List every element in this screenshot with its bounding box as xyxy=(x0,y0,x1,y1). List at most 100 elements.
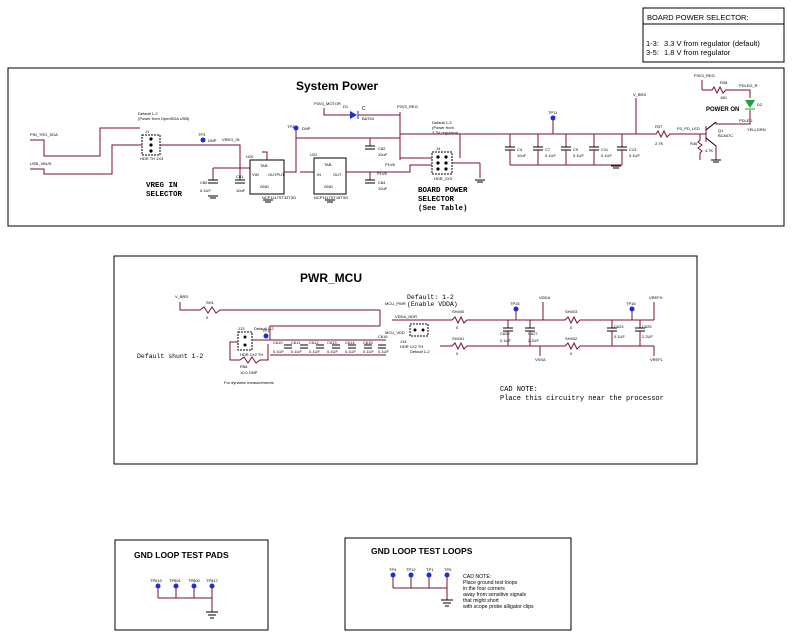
cap-val: 10uF xyxy=(517,153,527,158)
u20-gnd: GND xyxy=(260,184,269,189)
dyn-note: For dynamic measurements xyxy=(224,380,274,385)
u20-part: NCP1117ST33T3G xyxy=(262,195,296,200)
tp3-val: DNP xyxy=(208,138,217,143)
cap-val: 0.1UF xyxy=(601,153,612,158)
cap-val: 0.1UF xyxy=(200,188,211,193)
pwr-mcu-title: PWR_MCU xyxy=(300,271,362,285)
r-ref: SH401 xyxy=(452,336,465,341)
u22-out: OUT xyxy=(333,172,342,177)
u22-part: NCP1117ST18T3G xyxy=(314,195,348,200)
tp11-pad xyxy=(550,115,556,121)
r36-ref: R36 xyxy=(690,141,698,146)
r-ref: SH1 xyxy=(206,300,215,305)
tp-ref: TP15 xyxy=(510,301,520,306)
system-power-title: System Power xyxy=(296,79,378,93)
board-selector-label: BOARD POWER xyxy=(418,187,468,195)
r-ref: SH403 xyxy=(565,309,578,314)
j13-note: Default 1-2 xyxy=(254,326,274,331)
cap-val: 10uF xyxy=(236,188,246,193)
j1-note: (Power from OpenSDA USB) xyxy=(138,116,190,121)
u22-gnd: GND xyxy=(324,184,333,189)
cap-val: 0.1UF xyxy=(378,349,389,354)
power-led-circuit: R37 2.7K P3_PD_LED Q1 BC847C R36 4.7K P3… xyxy=(650,73,766,160)
cap-c81: C81 10uF xyxy=(235,168,246,193)
cap-ref: C81 xyxy=(236,174,244,179)
net-vdda: VDDA xyxy=(539,295,550,300)
cap-val: 0.1UF xyxy=(291,349,302,354)
gnd-pad-tp817: TP817 xyxy=(206,578,219,612)
j4-part: HDR_2X3 xyxy=(434,176,453,181)
r-ref: SH402 xyxy=(565,336,578,341)
board-power-selector-table: BOARD POWER SELECTOR: 1-3: 3.3 V from re… xyxy=(642,7,785,63)
net-p3v3-reg: P3V3_REG xyxy=(397,104,418,109)
power-on-led xyxy=(745,100,755,108)
d2-part: YELLGRN xyxy=(747,127,766,132)
cap-ref: C626 xyxy=(500,331,510,336)
cad-note: CAD NOTE: xyxy=(500,386,538,394)
svg-text:C: C xyxy=(362,106,366,112)
power-on-label: POWER ON xyxy=(706,107,739,113)
bulk-caps: C4 10uF C7 0.1UF C9 0.1UF C11 0.1UF C13 … xyxy=(505,134,640,166)
u22-ref: U22 xyxy=(310,152,318,157)
gnd-loops-note: with scope probe alligator clips xyxy=(463,604,534,610)
gnd-pad-tp801: TP801 xyxy=(169,578,182,598)
tp-ref: TP800 xyxy=(188,578,201,583)
j4-note: Default 1-3 xyxy=(432,120,452,125)
cap-val: 0.1UF xyxy=(327,349,338,354)
net-vrefl: VREFL xyxy=(650,357,664,362)
gnd-pad-tp800: TP800 xyxy=(188,578,201,598)
cap-val: 0.1UF xyxy=(345,349,356,354)
cap-ref: C82 xyxy=(378,146,386,151)
cap-c82: C82 10uF xyxy=(365,138,388,157)
cap-c80: C80 0.1UF xyxy=(200,168,218,193)
r-val: 0 xyxy=(570,325,573,330)
net-vssa: VSSA xyxy=(535,357,546,362)
cap-val: 0.1UF xyxy=(500,338,511,343)
cap-val: 2.2UF xyxy=(528,338,539,343)
gnd-loops-note: CAD NOTE: xyxy=(463,574,491,580)
u22-in: IN xyxy=(317,172,321,177)
r-val: 0 xyxy=(570,351,573,356)
d2-ref: D2 xyxy=(757,102,763,107)
cap-val: 0.1UF xyxy=(309,349,320,354)
net-v-brd: V_BRD xyxy=(175,294,188,299)
shunt-note: Default shunt 1-2 xyxy=(137,353,203,360)
cap-ref: C616 xyxy=(378,334,388,339)
u20-tab: TAB xyxy=(260,163,268,168)
r-ref: R56 xyxy=(240,364,248,369)
analog-supply-filter: SH400 0 SH401 0 TP15 VDDA C626 0.1UF C62… xyxy=(440,295,664,362)
net-vreg-in: VREG_IN xyxy=(222,137,240,142)
r-ref: SH400 xyxy=(452,309,465,314)
cap-val: 10uF xyxy=(378,152,388,157)
u22-tab: TAB xyxy=(324,162,332,167)
cap-ref: C613 xyxy=(327,340,337,345)
gnd-loops-note: away from sensitive signals xyxy=(463,592,527,598)
gnd-pad-tp613: TP613 xyxy=(150,578,163,598)
cap-val: 0.1UF xyxy=(614,334,625,339)
tp3-pad xyxy=(200,137,206,143)
j13-ref: J13 xyxy=(238,326,245,331)
net-v-brd: V_BRD xyxy=(633,92,646,97)
pwr-default-note: (Enable VDDA) xyxy=(407,301,458,308)
vreg-label: SELECTOR xyxy=(146,191,183,199)
net-pdled-r: PDLED_R xyxy=(739,83,758,88)
gnd-loops-note: that might short xyxy=(463,598,499,604)
selector-row-pins: 1-3: xyxy=(646,39,659,48)
d1-diode xyxy=(350,111,357,119)
j13-header: J13 Default 1-2 HDR 1X2 TH xyxy=(237,326,274,357)
r37-val: 2.7K xyxy=(655,141,664,146)
cap-ref: C4 xyxy=(517,147,523,152)
ground-symbols xyxy=(208,159,721,203)
selector-title: BOARD POWER SELECTOR: xyxy=(647,13,749,22)
r-val: 0 xyxy=(456,325,459,330)
gnd-loop-tp1: TP1 xyxy=(426,567,434,588)
pwr-default-note: Default: 1-2 xyxy=(407,294,454,301)
mcu-decoupling-caps: C610 0.1UF C611 0.1UF C612 0.1UF C613 0.… xyxy=(270,334,389,356)
selector-row-text: 3.3 V from regulator (default) xyxy=(664,39,760,48)
cap-ref: C11 xyxy=(601,147,609,152)
j14-part: HDR 1X2 TH xyxy=(400,344,423,349)
j14-note: Default 1-2 xyxy=(410,349,430,354)
d1-part: BAT54 xyxy=(362,116,375,121)
tp-ref: TP1 xyxy=(426,567,434,572)
tp-ref: TP1 xyxy=(262,328,270,333)
